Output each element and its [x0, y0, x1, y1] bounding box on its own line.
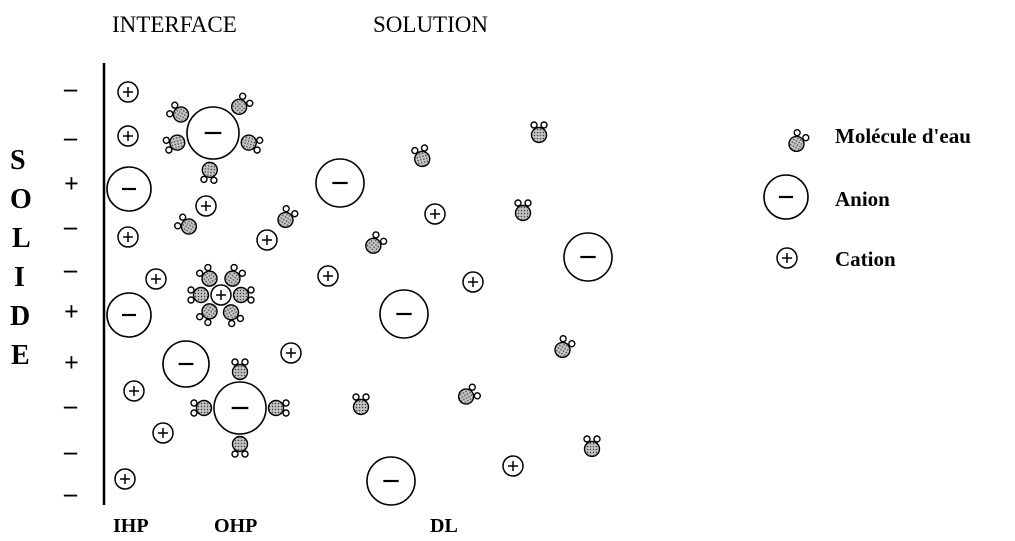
water-molecule: [410, 143, 433, 169]
hydration-water-molecule: [227, 91, 255, 119]
anion: [315, 158, 365, 208]
ihp-cation: [145, 268, 167, 290]
legend-anion-label: Anion: [835, 187, 890, 211]
hydration-water-molecule: [164, 100, 193, 126]
water-molecule: [454, 382, 483, 408]
solide-letter-s: S: [10, 145, 26, 176]
cation: [195, 195, 217, 217]
hydrated-anion: [186, 106, 240, 160]
cation: [502, 455, 524, 477]
legend-cation-icon: [776, 247, 798, 269]
water-molecule: [530, 121, 548, 144]
water-molecule: [172, 212, 201, 238]
water-molecule: [551, 333, 577, 362]
hydration-water-molecule: [267, 399, 290, 417]
water-molecule: [514, 199, 532, 222]
cation: [462, 271, 484, 293]
legend-cation-label: Cation: [835, 247, 896, 271]
cation: [424, 203, 446, 225]
anion: [379, 289, 429, 339]
cation: [280, 342, 302, 364]
surface-sign: +: [64, 348, 79, 377]
water-molecule: [361, 229, 389, 258]
ohp-label: OHP: [214, 515, 258, 537]
legend-anion-icon: [763, 174, 809, 220]
solide-letter-l: L: [12, 223, 31, 254]
solide-letter-i: I: [14, 262, 25, 293]
hydration-water-molecule: [199, 160, 220, 185]
solide-letter-d: D: [10, 301, 31, 332]
surface-sign: +: [64, 169, 79, 198]
ihp-cation: [117, 125, 139, 147]
surface-sign: –: [64, 255, 77, 284]
water-molecule: [583, 435, 601, 458]
solide-letter-o: O: [10, 184, 32, 215]
hydration-water-molecule: [232, 286, 255, 304]
water-molecule: [352, 393, 370, 416]
ihp-cation: [117, 81, 139, 103]
legend-water-icon: [785, 127, 811, 156]
surface-sign: –: [64, 437, 77, 466]
ihp-label: IHP: [113, 515, 149, 537]
anion: [162, 340, 210, 388]
surface-sign: –: [64, 123, 77, 152]
surface-sign: –: [64, 212, 77, 241]
hydrated-cation: [210, 284, 232, 306]
hydration-water-molecule: [219, 301, 246, 329]
solution-label: SOLUTION: [373, 12, 488, 37]
interface-label: INTERFACE: [112, 12, 237, 37]
cation: [317, 265, 339, 287]
hydration-water-molecule: [231, 358, 249, 381]
hydration-water-molecule: [161, 132, 188, 155]
surface-sign: –: [64, 479, 77, 508]
hydrated-anion: [213, 381, 267, 435]
ihp-cation: [114, 468, 136, 490]
hydration-water-molecule: [190, 399, 213, 417]
legend-water-label: Molécule d'eau: [835, 124, 971, 148]
surface-sign: –: [64, 74, 77, 103]
ihp-cation: [123, 380, 145, 402]
ihp-cation: [117, 226, 139, 248]
hydration-water-molecule: [231, 435, 249, 458]
dl-label: DL: [430, 515, 458, 537]
hydration-water-molecule: [238, 132, 265, 155]
water-molecule: [274, 203, 300, 232]
surface-sign: +: [64, 297, 79, 326]
solide-letter-e: E: [11, 340, 30, 371]
anion: [563, 232, 613, 282]
anion: [366, 456, 416, 506]
cation: [256, 229, 278, 251]
ihp-anion: [106, 292, 152, 338]
ihp-cation: [152, 422, 174, 444]
surface-sign: –: [64, 391, 77, 420]
ihp-anion: [106, 166, 152, 212]
hydration-water-molecule: [187, 286, 210, 304]
